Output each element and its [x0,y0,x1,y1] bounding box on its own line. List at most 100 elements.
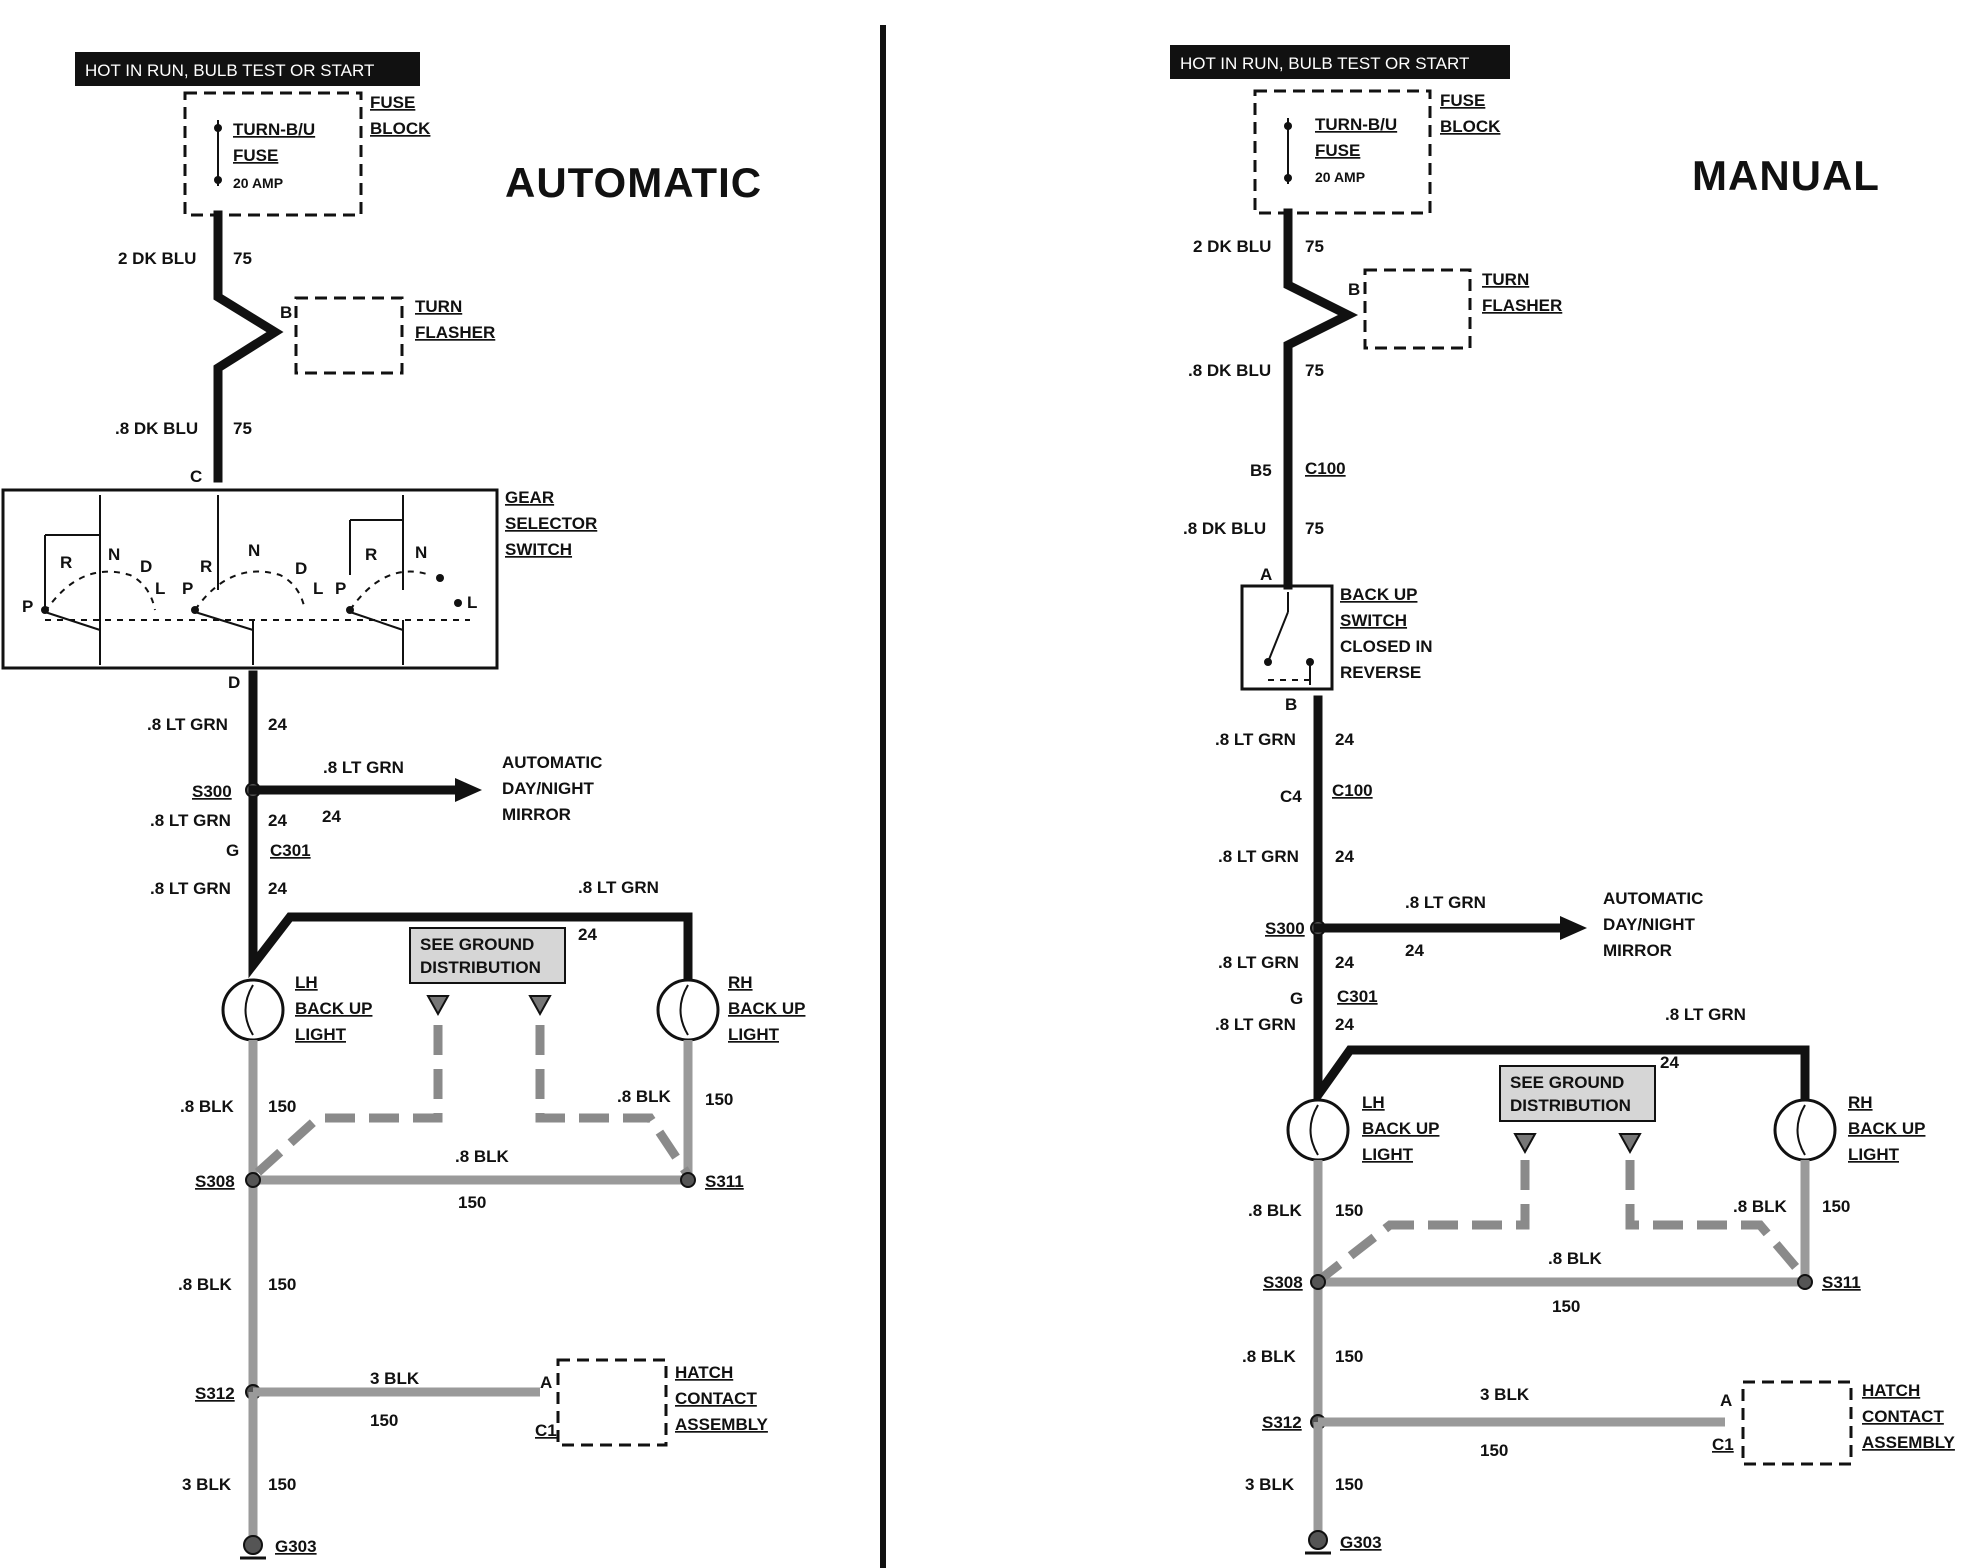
rh-backup-light [1773,1098,1837,1162]
rh-light-label: RH [1848,1093,1873,1112]
rh-blk-label: .8 BLK [617,1087,672,1106]
s311-splice [1797,1274,1813,1290]
wire9-circuit: 150 [1335,1475,1363,1494]
wire7-circuit: 24 [1335,1015,1354,1034]
wire7-label: .8 LT GRN [1215,1015,1296,1034]
see-ground-distribution-box [409,927,566,984]
rh-light-label-3: LIGHT [728,1025,780,1044]
backup-switch-box [1240,584,1334,691]
wire1-circuit: 75 [233,249,252,268]
fuse-rating: 20 AMP [233,175,283,191]
pos-l-3: L [467,593,477,612]
pos-l-2: L [313,579,323,598]
pos-l-1: L [155,579,165,598]
hatch-wire-circuit: 150 [370,1411,398,1430]
wire3-circuit: 75 [1305,519,1324,538]
rh-wire-circuit: 24 [1660,1053,1679,1072]
gear-selector-switch [1,488,499,670]
backup-switch-label: BACK UP [1340,585,1417,604]
rh-blk-label: .8 BLK [1733,1197,1788,1216]
fuse-block-box [183,91,363,217]
rh-blk-circuit: 150 [1822,1197,1850,1216]
g303-label: G303 [1340,1533,1382,1552]
lh-light-label: LH [1362,1093,1385,1112]
flasher-pin: B [280,303,292,322]
manual-title: MANUAL [1692,152,1880,199]
s311-splice [680,1172,696,1188]
wire6-label: .8 BLK [178,1275,233,1294]
rh-light-label: RH [728,973,753,992]
s308-label: S308 [1263,1273,1303,1292]
pos-n-2: N [248,541,260,560]
wire1-label: 2 DK BLU [1193,237,1271,256]
hatch-label-3: ASSEMBLY [675,1415,769,1434]
pos-r-2: R [200,557,212,576]
rh-light-label-2: BACK UP [1848,1119,1925,1138]
rh-light-label-2: BACK UP [728,999,805,1018]
mirror-wire-label: .8 LT GRN [1405,893,1486,912]
automatic-diagram: HOT IN RUN, BULB TEST OR START AUTOMATIC… [1,52,805,1560]
backup-switch-label-2: SWITCH [1340,611,1407,630]
hatch-wire-label: 3 BLK [370,1369,420,1388]
wire6-circuit: 24 [1335,953,1354,972]
rh-blk-circuit: 150 [705,1090,733,1109]
turn-flasher-box [294,296,404,375]
ground-dist-right [535,1025,692,1178]
mid-blk-label: .8 BLK [455,1147,510,1166]
wire3-label: .8 LT GRN [147,715,228,734]
pos-p-3: P [335,579,346,598]
hatch-label-2: CONTACT [675,1389,757,1408]
wire9-label: 3 BLK [1245,1475,1295,1494]
hatch-contact-box [556,1358,668,1447]
mirror-label-2: DAY/NIGHT [502,779,595,798]
rh-wire-circuit: 24 [578,925,597,944]
mid-blk-circuit: 150 [1552,1297,1580,1316]
hatch-label-3: ASSEMBLY [1862,1433,1956,1452]
wire5-label: .8 LT GRN [150,879,231,898]
wire3-label: .8 DK BLU [1183,519,1266,538]
dk-blu-wire [1283,208,1359,590]
see-ground-distribution-box [1499,1065,1656,1122]
pin-b: B [1285,695,1297,714]
lh-light-label-3: LIGHT [1362,1145,1414,1164]
dk-blu-wire [213,210,284,483]
hatch-pin-c1: C1 [1712,1435,1734,1454]
wire6-circuit: 150 [268,1275,296,1294]
wire3-circuit: 24 [268,715,287,734]
fuse-label: FUSE [1315,141,1360,160]
pin-c: C [190,467,202,486]
hatch-pin-c1: C1 [535,1421,557,1440]
wire2-circuit: 75 [1305,361,1324,380]
pin-g: G [226,841,239,860]
c100b-pin: C4 [1280,787,1302,806]
wire5-circuit: 24 [268,879,287,898]
pin-d: D [228,673,240,692]
flasher-pin: B [1348,280,1360,299]
mirror-wire-label: .8 LT GRN [323,758,404,777]
ground-dist-label-2: DISTRIBUTION [420,958,541,977]
lh-blk-label: .8 BLK [1248,1201,1303,1220]
c301-label: C301 [270,841,311,860]
wire6-label: .8 LT GRN [1218,953,1299,972]
hatch-pin-a: A [1720,1391,1732,1410]
rh-light-label-3: LIGHT [1848,1145,1900,1164]
pos-r-1: R [60,553,72,572]
s311-label: S311 [705,1172,744,1191]
fuse-block-label-2: BLOCK [370,119,431,138]
hot-label-box [75,52,420,86]
flasher-label-2: FLASHER [1482,296,1562,315]
pos-d-1: D [140,557,152,576]
hatch-wire-circuit: 150 [1480,1441,1508,1460]
gear-switch-label: GEAR [505,488,554,507]
wire5-label: .8 LT GRN [1218,847,1299,866]
s312-label: S312 [195,1384,235,1403]
manual-diagram: HOT IN RUN, BULB TEST OR START MANUAL FU… [1170,45,1956,1555]
c100-pin: B5 [1250,461,1272,480]
rh-feed-wire [1313,1045,1810,1115]
s308-label: S308 [195,1172,235,1191]
rh-feed-wire [248,890,693,980]
wire1-label: 2 DK BLU [118,249,196,268]
wire4-circuit: 24 [1335,730,1354,749]
ground-dist-right [1625,1160,1809,1281]
mirror-label-3: MIRROR [1603,941,1672,960]
